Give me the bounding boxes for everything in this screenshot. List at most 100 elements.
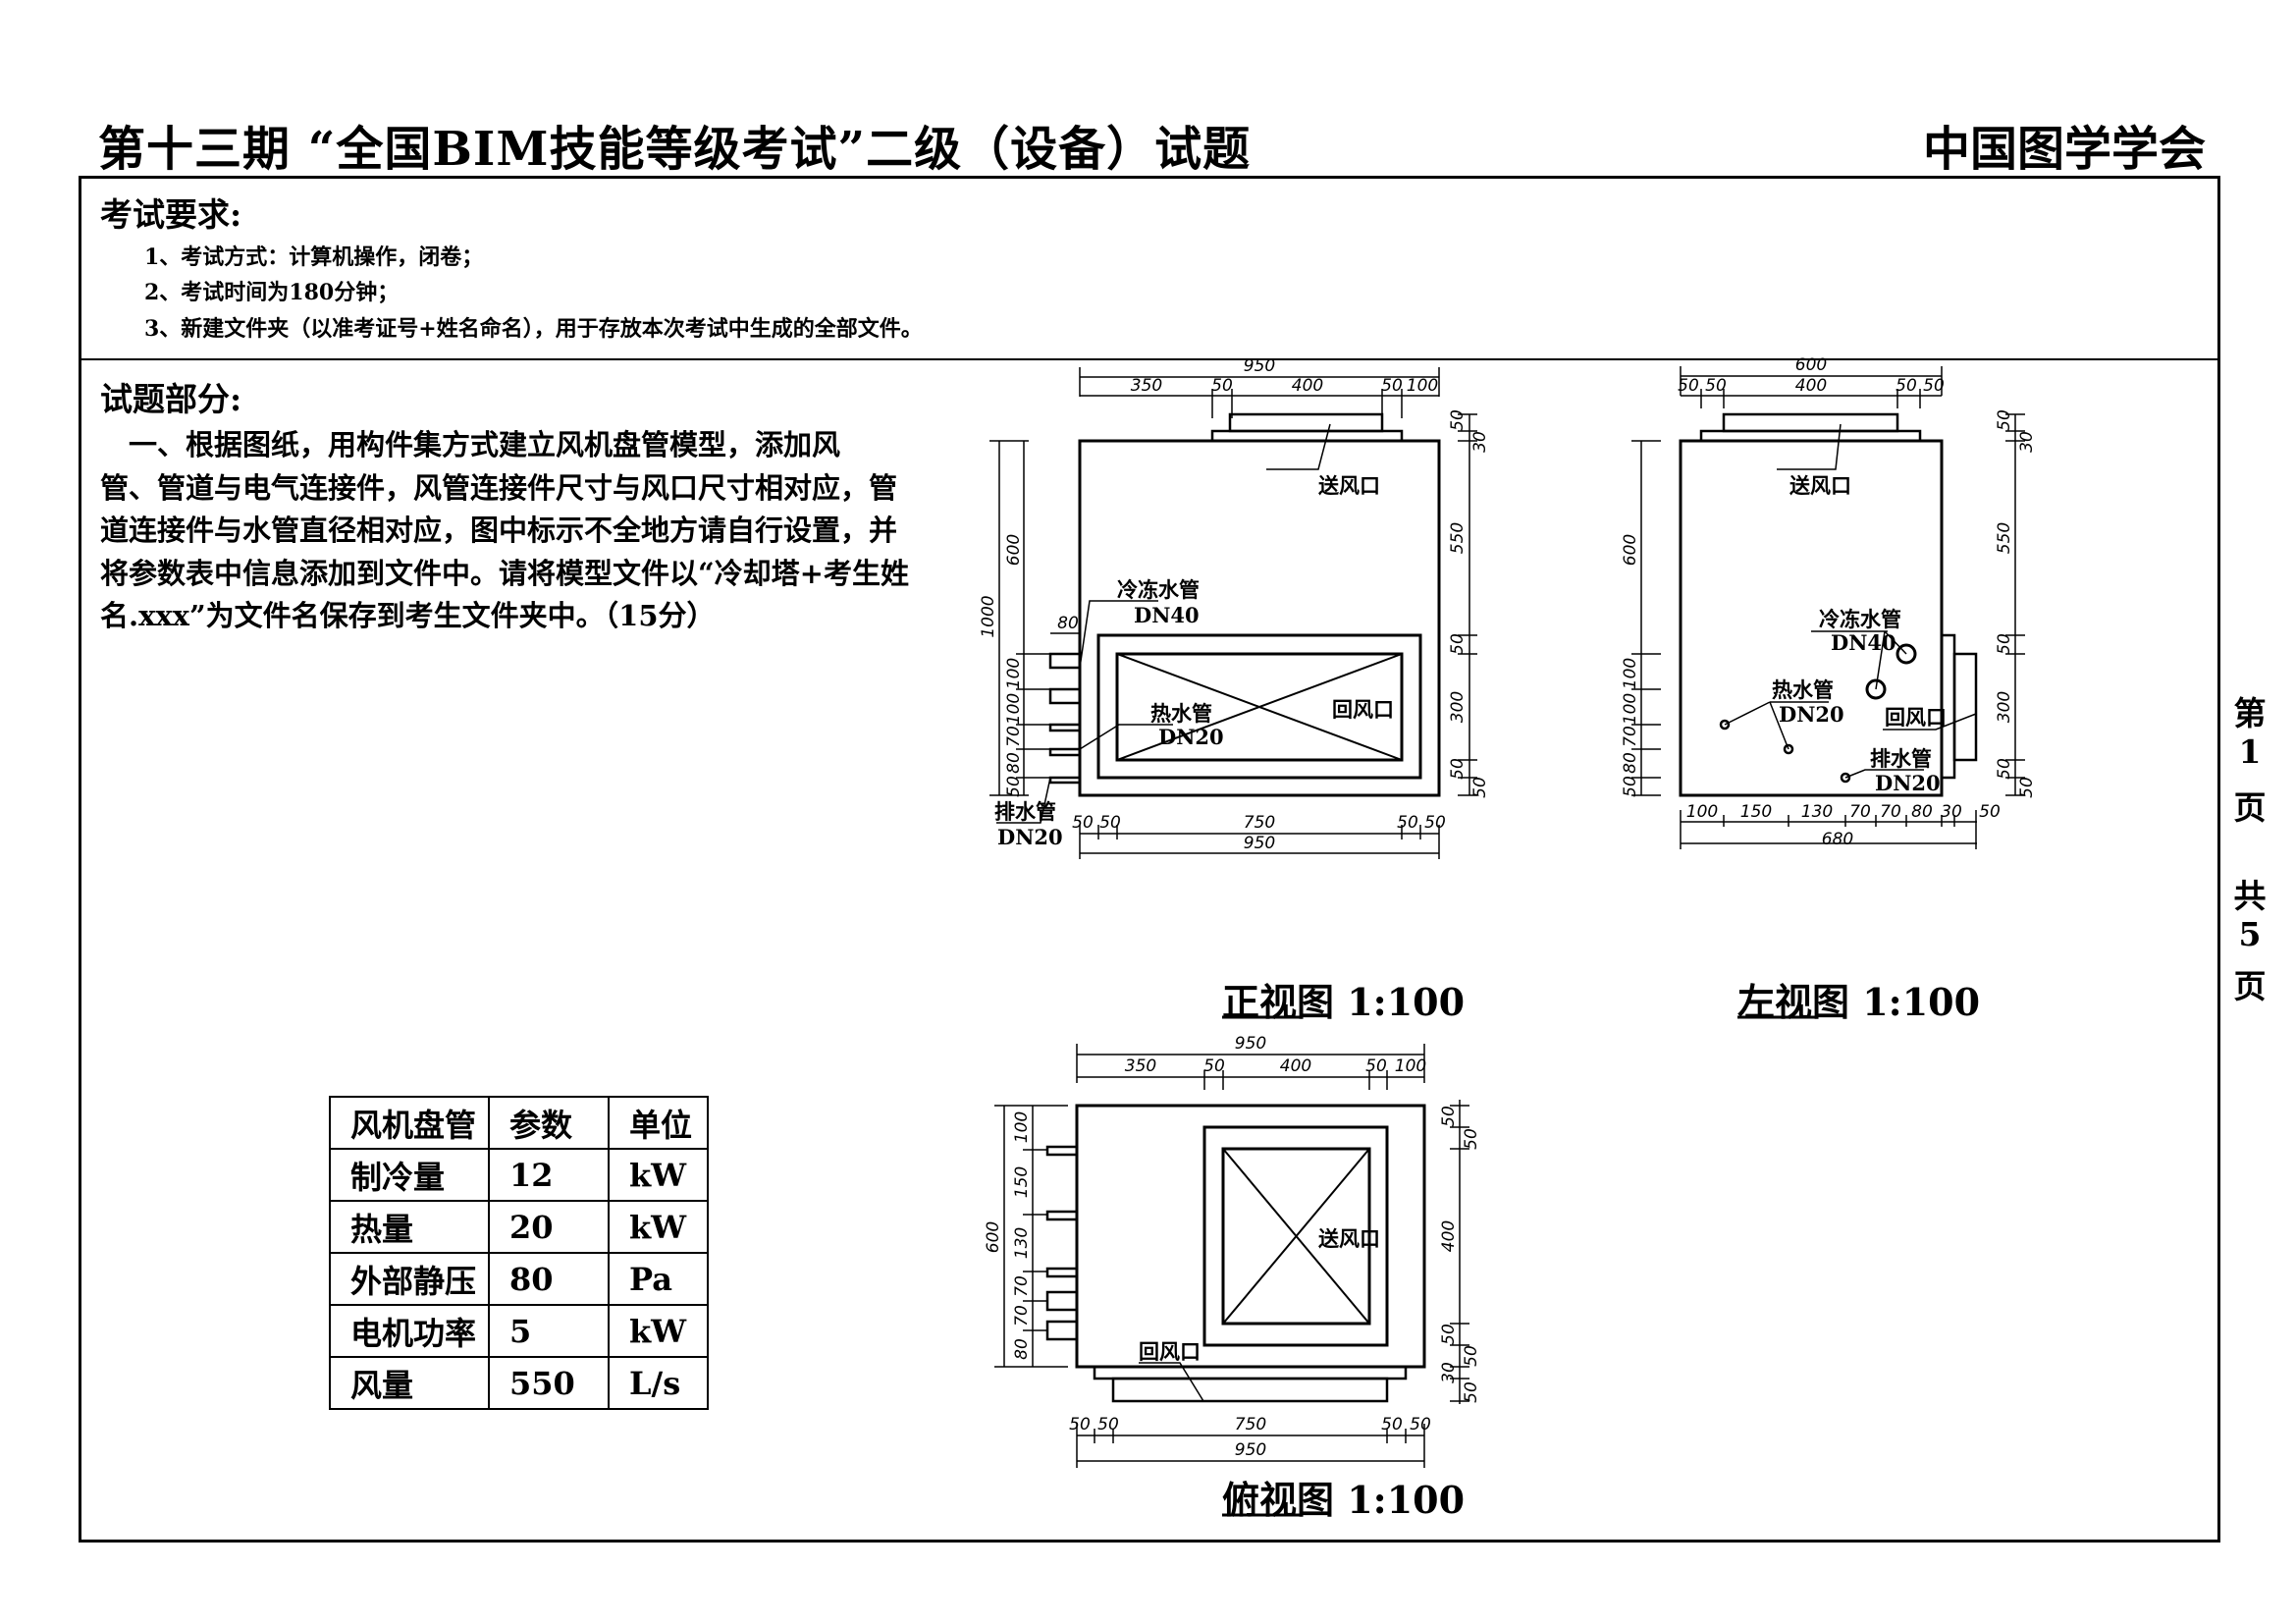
left-return-label: 回风口 bbox=[1885, 705, 1947, 730]
return-frame bbox=[1096, 633, 1422, 780]
page-indicator: 页 bbox=[2233, 788, 2267, 827]
left-dimension-label: 50 bbox=[1995, 633, 2014, 655]
top-dimension-label: 130 bbox=[1012, 1227, 1032, 1259]
front-dimension-label: 50 bbox=[1381, 376, 1403, 396]
top-dimension-label: 950 bbox=[1235, 1440, 1266, 1460]
table-header-cell: 参数 bbox=[488, 1096, 610, 1150]
top-dimension-label: 80 bbox=[1012, 1338, 1032, 1360]
page-indicator: 1 bbox=[2238, 732, 2262, 771]
top-dimension-label: 50 bbox=[1462, 1345, 1481, 1367]
return-grille bbox=[1115, 652, 1404, 762]
front-drain-label: 排水管 bbox=[994, 799, 1056, 824]
table-cell: 电机功率 bbox=[329, 1304, 490, 1358]
top-dimension-label: 50 bbox=[1410, 1415, 1431, 1435]
top-dimension-label: 950 bbox=[1235, 1034, 1266, 1054]
top-dimension-label: 100 bbox=[1012, 1111, 1032, 1143]
left-dimension-label: 30 bbox=[1941, 802, 1962, 822]
top-dimension-label: 50 bbox=[1439, 1324, 1459, 1345]
top-dimension-label: 100 bbox=[1395, 1056, 1426, 1076]
front-dimension-label: 100 bbox=[1407, 376, 1438, 396]
left-dimension-label: 550 bbox=[1995, 522, 2014, 554]
question-line: 管、管道与电气连接件，风管连接件尺寸与风口尺寸相对应，管 bbox=[100, 471, 898, 505]
left-dimension-label: 50 bbox=[1995, 409, 2014, 431]
return-cross bbox=[1116, 653, 1403, 761]
top-view bbox=[994, 1044, 1469, 1517]
table-cell: 12 bbox=[488, 1148, 610, 1202]
front-chilled-label: 冷冻水管 bbox=[1117, 577, 1200, 602]
requirements-heading: 考试要求: bbox=[100, 195, 242, 234]
left-dimension-label: 50 bbox=[2017, 777, 2037, 798]
hot-pipe-icon bbox=[1719, 719, 1731, 731]
page-indicator: 5 bbox=[2238, 915, 2262, 953]
top-dimension-label: 50 bbox=[1381, 1415, 1403, 1435]
requirement-item: 2、考试时间为180分钟； bbox=[144, 280, 400, 305]
front-view bbox=[989, 367, 1477, 1019]
left-dimension-label: 100 bbox=[1621, 658, 1640, 689]
front-drain-dn: DN20 bbox=[997, 825, 1063, 849]
supply-grille bbox=[1221, 1147, 1371, 1326]
left-dimension-label: 50 bbox=[1705, 376, 1727, 396]
left-supply-label: 送风口 bbox=[1789, 473, 1851, 498]
drain-pipe-icon bbox=[1840, 772, 1851, 784]
left-dimension-label: 130 bbox=[1801, 802, 1833, 822]
question-heading: 试题部分: bbox=[100, 380, 242, 418]
top-dimension-label: 30 bbox=[1439, 1362, 1459, 1383]
top-dimension-label: 50 bbox=[1097, 1415, 1119, 1435]
left-dimension-label: 80 bbox=[1911, 802, 1933, 822]
dim-lines bbox=[994, 1100, 1469, 1404]
front-dimension-label: 50 bbox=[1004, 776, 1024, 797]
table-cell: 5 bbox=[488, 1304, 610, 1358]
left-dimension-label: 80 bbox=[1621, 752, 1640, 774]
front-dimension-label: 1000 bbox=[979, 595, 998, 637]
left-dimension-label: 30 bbox=[2017, 431, 2037, 453]
left-dimension-label: 50 bbox=[1678, 376, 1699, 396]
front-dimension-label: 80 bbox=[1004, 752, 1024, 774]
front-dimension-label: 300 bbox=[1448, 691, 1468, 723]
front-dimension-label: 50 bbox=[1424, 813, 1446, 833]
left-dimension-label: 100 bbox=[1686, 802, 1718, 822]
front-dimension-label: 750 bbox=[1244, 813, 1275, 833]
top-dimension-label: 50 bbox=[1365, 1056, 1387, 1076]
table-cell: Pa bbox=[608, 1252, 709, 1306]
front-dimension-label: 400 bbox=[1292, 376, 1323, 396]
front-hot-label: 热水管 bbox=[1150, 701, 1212, 726]
top-view-title: 俯视图 1:100 bbox=[1222, 1478, 1465, 1522]
supply-outlet bbox=[1228, 412, 1384, 433]
left-chilled-dn: DN40 bbox=[1831, 630, 1896, 655]
front-dimension-label: 80 bbox=[1057, 614, 1079, 633]
front-dimension-label: 950 bbox=[1244, 356, 1275, 376]
table-cell: L/s bbox=[608, 1356, 709, 1410]
table-cell: kW bbox=[608, 1148, 709, 1202]
top-dimension-label: 50 bbox=[1462, 1128, 1481, 1150]
top-supply-label: 送风口 bbox=[1318, 1226, 1380, 1251]
left-dimension-label: 100 bbox=[1621, 693, 1640, 725]
return-outlet bbox=[1952, 652, 1978, 762]
pipe-stubs bbox=[1048, 652, 1082, 785]
chilled-pipe-icon bbox=[1896, 643, 1917, 665]
top-dimension-label: 70 bbox=[1012, 1275, 1032, 1297]
front-dimension-label: 50 bbox=[1470, 777, 1490, 798]
left-dimension-label: 600 bbox=[1795, 355, 1827, 375]
table-cell: 80 bbox=[488, 1252, 610, 1306]
front-dimension-label: 70 bbox=[1004, 726, 1024, 747]
top-dimension-label: 150 bbox=[1012, 1166, 1032, 1198]
left-hot-dn: DN20 bbox=[1779, 702, 1844, 727]
front-dimension-label: 50 bbox=[1072, 813, 1094, 833]
front-dimension-label: 50 bbox=[1448, 758, 1468, 780]
question-line: 道连接件与水管直径相对应，图中标示不全地方请自行设置，并 bbox=[100, 514, 898, 547]
front-dimension-label: 550 bbox=[1448, 522, 1468, 554]
front-dimension-label: 100 bbox=[1004, 693, 1024, 725]
return-outlet bbox=[1111, 1377, 1389, 1403]
leader-lines bbox=[1724, 423, 1977, 779]
dim-lines bbox=[1079, 367, 1440, 418]
front-chilled-dn: DN40 bbox=[1134, 603, 1200, 627]
dim-lines bbox=[1050, 632, 1440, 859]
front-dimension-label: 50 bbox=[1448, 409, 1468, 431]
dim-lines bbox=[1680, 810, 1977, 849]
front-dimension-label: 100 bbox=[1004, 658, 1024, 689]
left-dimension-label: 70 bbox=[1880, 802, 1901, 822]
